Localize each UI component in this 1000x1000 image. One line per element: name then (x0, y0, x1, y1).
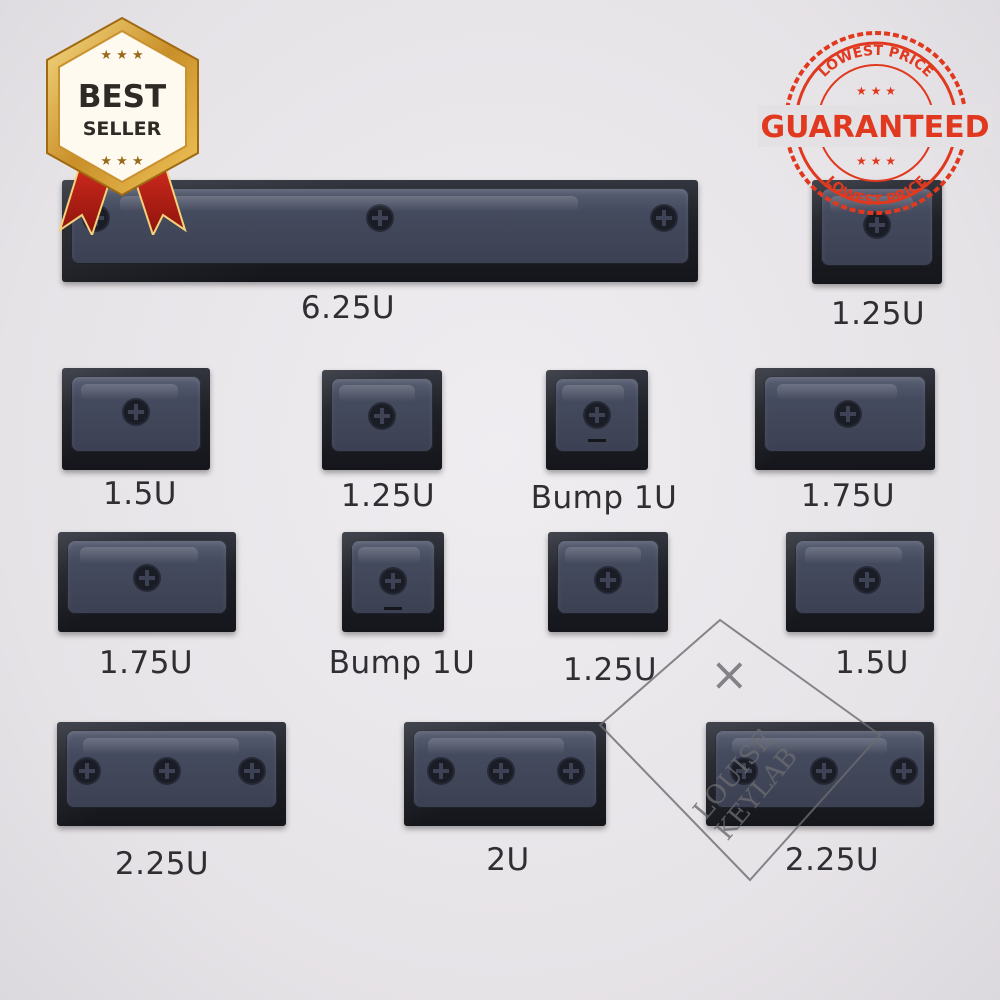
stem-icon (854, 567, 879, 592)
stem-icon (892, 758, 916, 783)
keycap-top-surface (66, 730, 277, 808)
keycap-top-surface (413, 730, 597, 808)
keycap-top-surface (795, 540, 925, 614)
keycap-label: 1.25U (562, 652, 658, 688)
best-seller-badge: ★ ★ ★ BEST SELLER ★ ★ ★ (46, 16, 199, 235)
stem-icon (836, 402, 861, 426)
keycap-top-surface (715, 730, 925, 808)
stem-icon (489, 758, 514, 783)
stem-icon (865, 213, 889, 238)
keycap-label: 2.25U (114, 846, 210, 882)
stem-icon (135, 566, 159, 591)
keycap-1-25u (322, 370, 442, 470)
keycap-label: 1.5U (103, 476, 177, 512)
stem-icon (370, 404, 394, 429)
keycap-1-25u (548, 532, 668, 632)
keycap-1-5u (62, 368, 210, 470)
keycap-2-25u (706, 722, 934, 826)
keycap-1-25u (812, 180, 942, 284)
keycap-label: 2.25U (784, 842, 880, 878)
keycap-label: 1.25U (830, 296, 926, 332)
stem-icon (368, 206, 392, 231)
keycap-top-surface (67, 540, 227, 614)
keycap-top-surface (557, 540, 659, 614)
stamp-main-text: GUARANTEED (760, 110, 989, 145)
lowest-price-guaranteed-stamp: LOWEST PRICE LOWEST PRICE ★ ★ ★ ★ ★ ★ GU… (758, 31, 992, 215)
keycap-label: Bump 1U (328, 645, 476, 681)
keycap-bump-1u (546, 370, 648, 470)
badge-line1: BEST (78, 79, 166, 115)
stem-icon (381, 569, 405, 594)
stem-icon (652, 206, 677, 231)
stem-icon (239, 758, 264, 783)
stem-icon (124, 400, 148, 425)
keycap-1-75u (755, 368, 935, 470)
watermark-cross: × (710, 647, 749, 701)
svg-text:★ ★ ★: ★ ★ ★ (856, 84, 896, 98)
keycap-label: 2U (486, 842, 530, 878)
stem-icon (75, 758, 100, 783)
keycap-bump-1u (342, 532, 444, 632)
homing-bump-icon (384, 606, 402, 610)
svg-text:★ ★ ★: ★ ★ ★ (100, 48, 143, 63)
keycap-2u (404, 722, 606, 826)
svg-text:★ ★ ★: ★ ★ ★ (856, 154, 896, 168)
louise-keylab-watermark: × LOUISE KEYLAB (598, 618, 882, 882)
keycap-top-surface (331, 378, 433, 452)
keycap-top-surface (764, 376, 926, 452)
keycap-top-surface (555, 378, 639, 452)
svg-text:LOWEST PRICE: LOWEST PRICE (816, 43, 936, 81)
keycap-top-surface (821, 188, 933, 266)
keycap-1-5u (786, 532, 934, 632)
keycap-label: 6.25U (300, 290, 396, 326)
homing-bump-icon (588, 438, 606, 442)
stamp-arc-top: LOWEST PRICE (816, 43, 936, 81)
stem-icon (428, 758, 453, 783)
svg-text:★ ★ ★: ★ ★ ★ (100, 154, 143, 169)
stem-icon (732, 758, 757, 783)
stem-icon (596, 567, 620, 592)
keycap-label: 1.75U (98, 645, 194, 681)
keycap-top-surface (351, 540, 435, 614)
keycap-label: 1.5U (835, 645, 909, 681)
stem-icon (559, 758, 584, 783)
keycap-label: 1.25U (340, 478, 436, 514)
badge-line2: SELLER (83, 118, 162, 140)
keycap-label: Bump 1U (530, 480, 678, 516)
keycap-top-surface (71, 376, 201, 452)
stem-icon (812, 758, 837, 783)
stem-icon (585, 403, 609, 427)
stem-icon (155, 758, 180, 783)
keycap-2-25u (57, 722, 286, 826)
keycap-1-75u (58, 532, 236, 632)
keycap-label: 1.75U (800, 478, 896, 514)
